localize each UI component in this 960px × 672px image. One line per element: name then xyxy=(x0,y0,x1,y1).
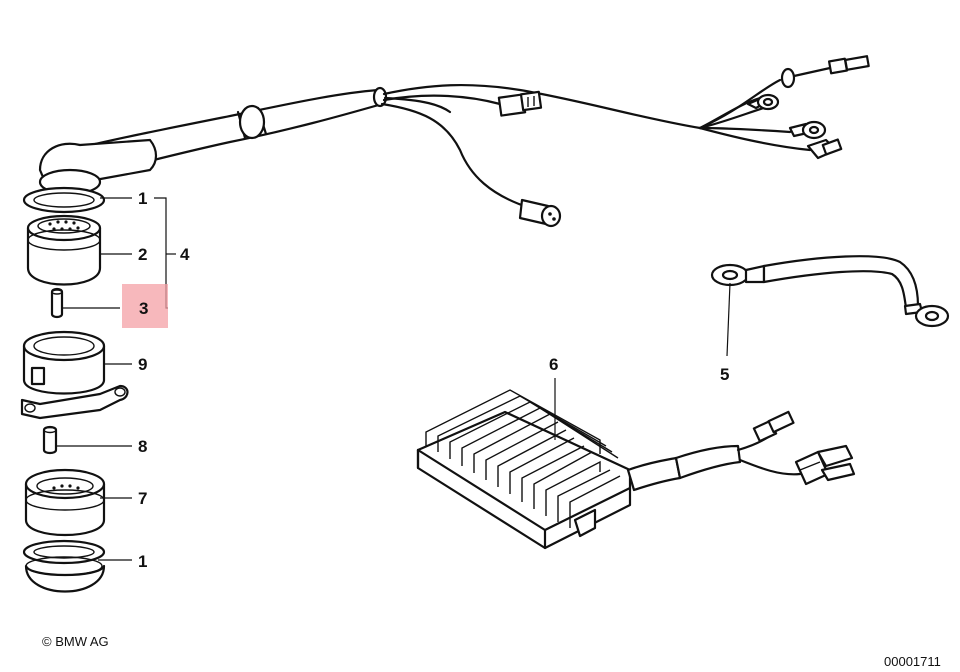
part-voltage-regulator xyxy=(416,389,856,550)
spade-terminal xyxy=(806,138,843,160)
bullet-terminal xyxy=(780,55,870,89)
part-socket-housing xyxy=(24,468,106,536)
callout-3[interactable]: 3 xyxy=(139,299,148,318)
callout-9[interactable]: 9 xyxy=(138,355,147,374)
part-contact-housing xyxy=(26,214,102,286)
part-sealing-ring-bottom xyxy=(22,539,106,593)
callout-8[interactable]: 8 xyxy=(138,437,147,456)
callouts: 1 2 4 3 9 8 7 1 5 6 xyxy=(122,189,729,571)
connector-plug-a xyxy=(497,90,543,117)
regulator-flat-plug xyxy=(794,444,856,486)
callout-6[interactable]: 6 xyxy=(549,355,558,374)
callout-7[interactable]: 7 xyxy=(138,489,147,508)
connector-plug-b xyxy=(518,198,562,228)
wiring-harness xyxy=(38,55,870,228)
regulator-bullet-connector xyxy=(752,410,795,443)
copyright-text: © BMW AG xyxy=(42,634,109,649)
part-sealing-ring-top xyxy=(22,186,106,214)
callout-2[interactable]: 2 xyxy=(138,245,147,264)
part-socket-contact xyxy=(42,425,58,455)
connector-stack xyxy=(20,186,129,593)
ring-terminal-b xyxy=(788,120,827,140)
callout-3-highlight xyxy=(122,284,168,328)
ring-terminal-a xyxy=(746,93,780,111)
callout-4[interactable]: 4 xyxy=(180,245,190,264)
callout-5[interactable]: 5 xyxy=(720,365,729,384)
part-ground-cable xyxy=(710,255,950,328)
part-pin-contact xyxy=(50,287,64,319)
callout-1-bottom[interactable]: 1 xyxy=(138,552,147,571)
part-holder-bracket xyxy=(20,330,129,420)
callout-1-top[interactable]: 1 xyxy=(138,189,147,208)
diagram-number: 00001711 xyxy=(884,654,941,669)
